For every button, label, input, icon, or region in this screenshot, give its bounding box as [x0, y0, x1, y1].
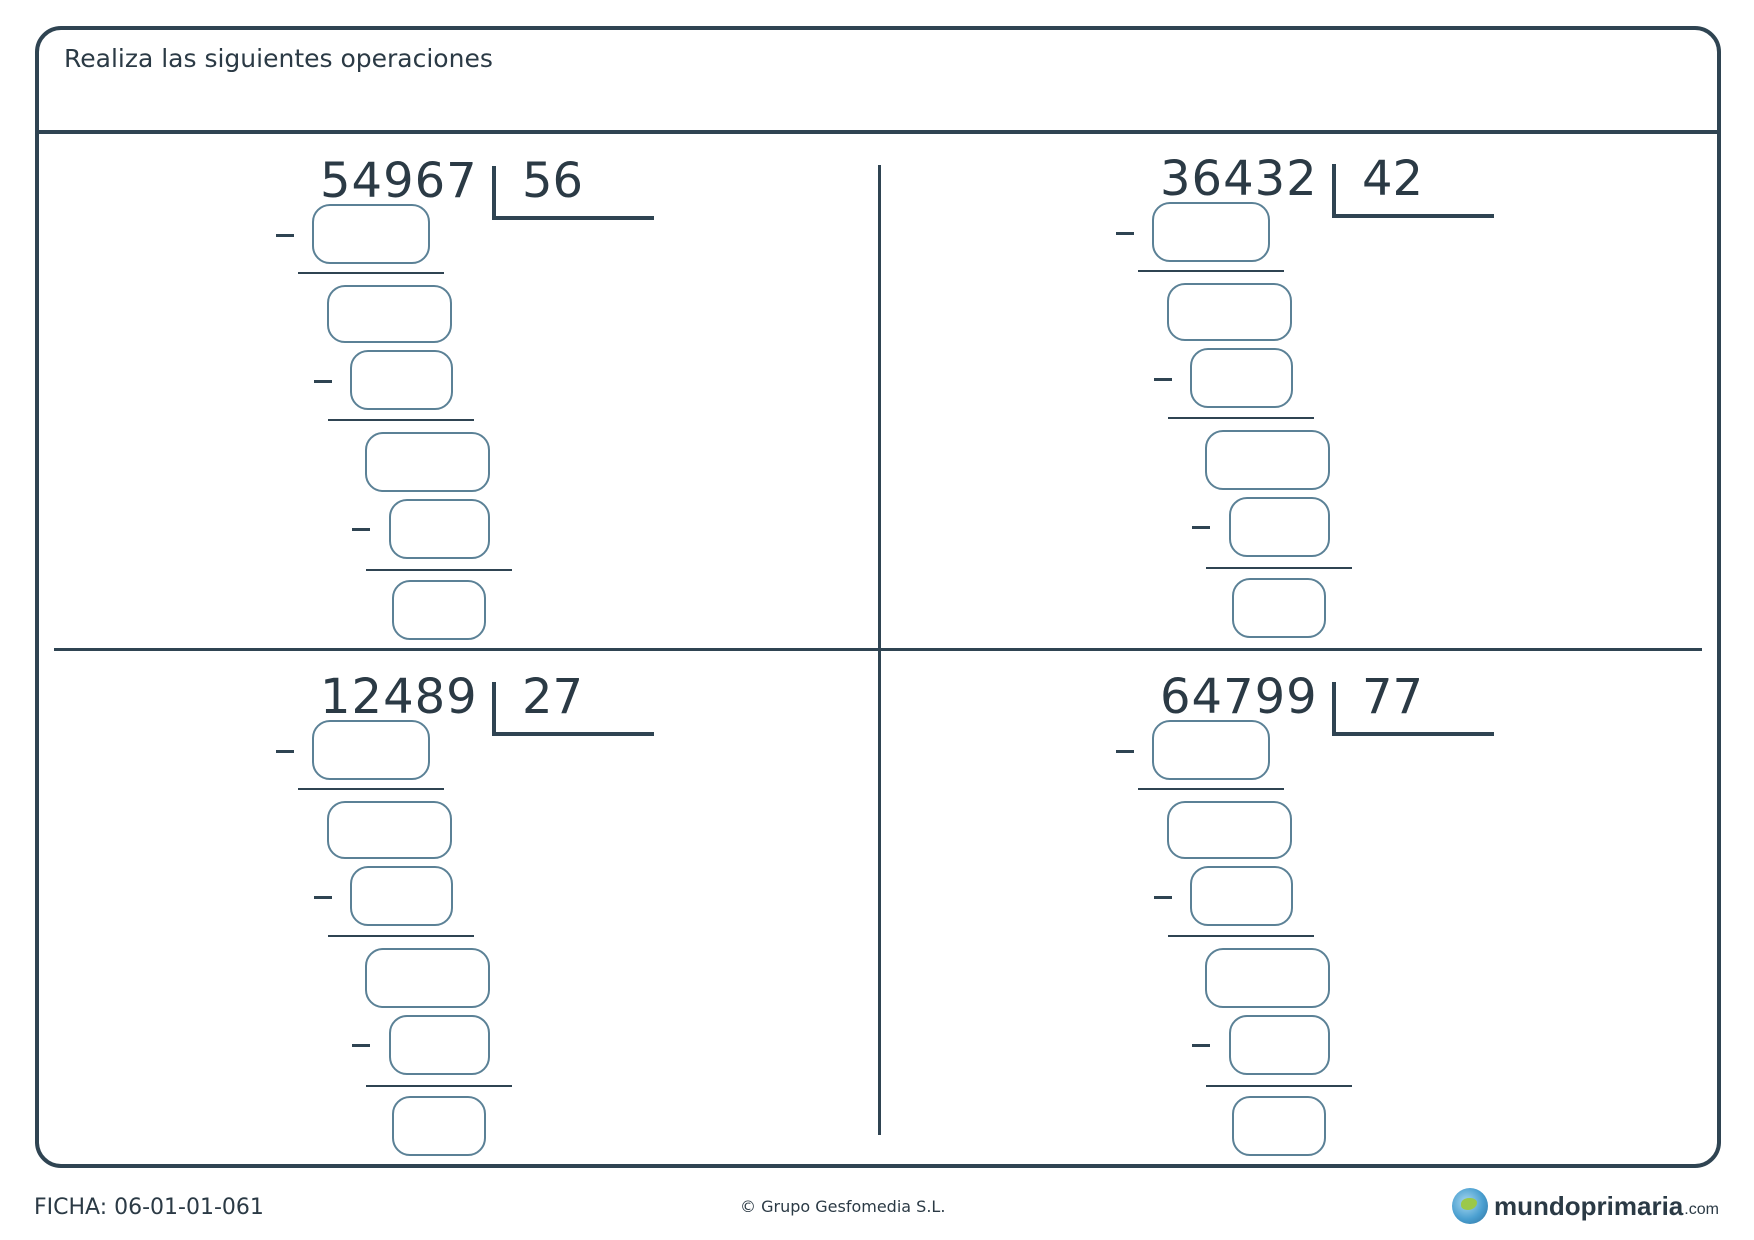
answer-box[interactable] — [365, 948, 490, 1008]
answer-box[interactable] — [312, 204, 430, 264]
globe-icon — [1452, 1188, 1488, 1224]
answer-box[interactable] — [365, 432, 490, 492]
minus-sign — [314, 896, 332, 899]
answer-box[interactable] — [1229, 1015, 1330, 1075]
division-problem: 36432 42 — [1110, 146, 1530, 646]
subtraction-line — [1168, 935, 1314, 937]
division-bracket-bar — [492, 732, 654, 736]
minus-sign — [1192, 526, 1210, 529]
answer-box[interactable] — [1205, 948, 1330, 1008]
header-divider — [35, 130, 1721, 134]
minus-sign — [352, 1044, 370, 1047]
division-bracket — [492, 166, 496, 220]
horizontal-divider — [54, 648, 1702, 651]
answer-box[interactable] — [350, 866, 453, 926]
division-bracket — [492, 682, 496, 736]
answer-box[interactable] — [1232, 578, 1326, 638]
site-logo[interactable]: mundoprimaria .com — [1452, 1186, 1719, 1226]
copyright-notice: © Grupo Gesfomedia S.L. — [740, 1197, 946, 1216]
division-bracket — [1332, 682, 1336, 736]
answer-box[interactable] — [392, 580, 486, 640]
subtraction-line — [366, 569, 512, 571]
subtraction-line — [1206, 567, 1352, 569]
answer-box[interactable] — [327, 801, 452, 859]
instruction-text: Realiza las siguientes operaciones — [64, 44, 493, 73]
answer-box[interactable] — [1152, 720, 1270, 780]
divisor: 42 — [1362, 151, 1424, 207]
minus-sign — [1154, 378, 1172, 381]
minus-sign — [1116, 750, 1134, 753]
answer-box[interactable] — [1205, 430, 1330, 490]
minus-sign — [276, 234, 294, 237]
dividend: 64799 — [1160, 669, 1318, 725]
answer-box[interactable] — [1167, 801, 1292, 859]
answer-box[interactable] — [389, 499, 490, 559]
subtraction-line — [298, 788, 444, 790]
minus-sign — [352, 528, 370, 531]
divisor: 56 — [522, 153, 584, 209]
subtraction-line — [328, 935, 474, 937]
subtraction-line — [1206, 1085, 1352, 1087]
dividend: 54967 — [320, 153, 478, 209]
subtraction-line — [1168, 417, 1314, 419]
answer-box[interactable] — [1229, 497, 1330, 557]
divisor: 27 — [522, 669, 584, 725]
answer-box[interactable] — [1167, 283, 1292, 341]
subtraction-line — [366, 1085, 512, 1087]
division-problem: 54967 56 — [270, 148, 690, 648]
division-bracket-bar — [1332, 214, 1494, 218]
worksheet-code: FICHA: 06-01-01-061 — [34, 1195, 264, 1220]
minus-sign — [1192, 1044, 1210, 1047]
answer-box[interactable] — [389, 1015, 490, 1075]
answer-box[interactable] — [1190, 348, 1293, 408]
subtraction-line — [328, 419, 474, 421]
minus-sign — [1154, 896, 1172, 899]
minus-sign — [314, 380, 332, 383]
subtraction-line — [1138, 788, 1284, 790]
answer-box[interactable] — [350, 350, 453, 410]
subtraction-line — [1138, 270, 1284, 272]
answer-box[interactable] — [312, 720, 430, 780]
dividend: 36432 — [1160, 151, 1318, 207]
answer-box[interactable] — [327, 285, 452, 343]
minus-sign — [1116, 232, 1134, 235]
divisor: 77 — [1362, 669, 1424, 725]
worksheet-frame — [35, 26, 1721, 1168]
answer-box[interactable] — [1190, 866, 1293, 926]
division-bracket — [1332, 164, 1336, 218]
division-problem: 12489 27 — [270, 664, 690, 1164]
logo-suffix: .com — [1684, 1201, 1719, 1218]
answer-box[interactable] — [1152, 202, 1270, 262]
division-bracket-bar — [492, 216, 654, 220]
answer-box[interactable] — [1232, 1096, 1326, 1156]
minus-sign — [276, 750, 294, 753]
dividend: 12489 — [320, 669, 478, 725]
division-problem: 64799 77 — [1110, 664, 1530, 1164]
division-bracket-bar — [1332, 732, 1494, 736]
answer-box[interactable] — [392, 1096, 486, 1156]
logo-name: mundoprimaria — [1494, 1190, 1684, 1221]
subtraction-line — [298, 272, 444, 274]
